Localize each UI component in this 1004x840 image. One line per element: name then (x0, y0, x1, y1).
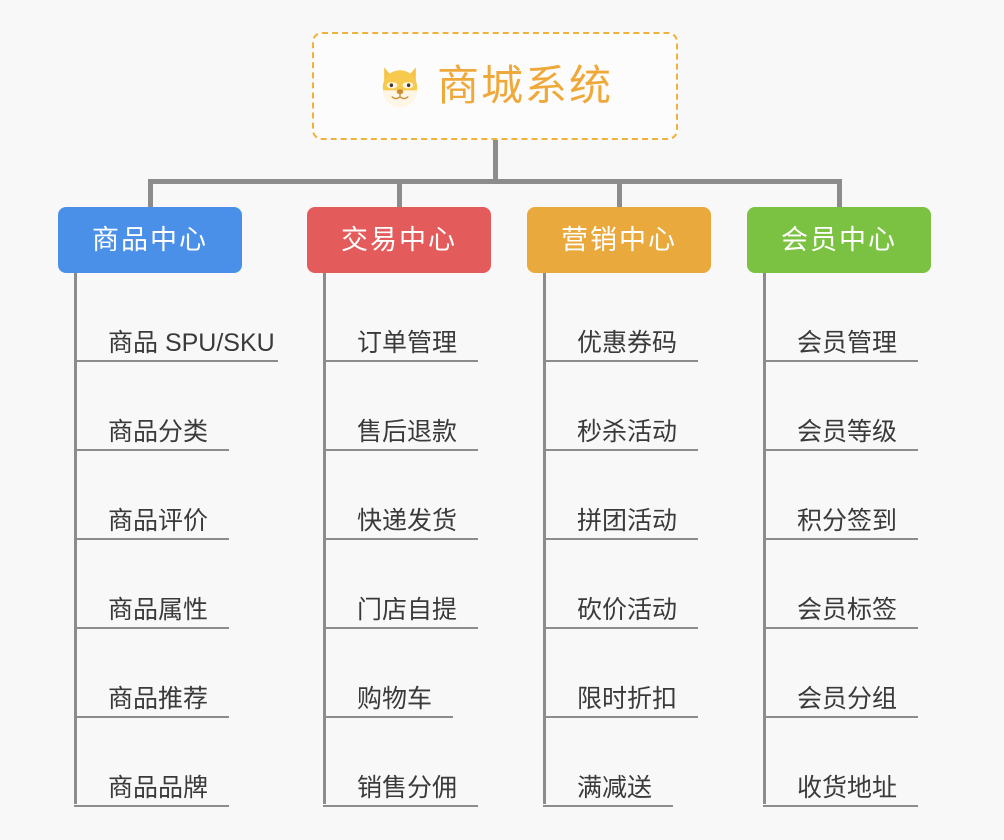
leaf-underline (543, 360, 698, 362)
leaf-label: 购物车 (357, 685, 433, 713)
list-item[interactable]: 砍价活动 (543, 540, 698, 629)
leaf-underline (323, 716, 453, 718)
leaf-label: 积分签到 (797, 507, 898, 535)
leaf-underline (763, 805, 918, 807)
leaf-label: 商品分类 (108, 418, 209, 446)
list-item[interactable]: 商品属性 (74, 540, 275, 629)
list-item[interactable]: 会员管理 (763, 273, 918, 362)
leaf-underline (74, 805, 229, 807)
list-item[interactable]: 拼团活动 (543, 451, 698, 540)
leaf-underline (74, 627, 229, 629)
leaf-label: 收货地址 (797, 774, 898, 802)
leaf-label: 会员等级 (797, 418, 898, 446)
leaf-underline (763, 360, 918, 362)
leaf-underline (543, 716, 698, 718)
branch-node-product-center[interactable]: 商品中心 (58, 207, 242, 273)
leaf-label: 会员标签 (797, 596, 898, 624)
leaf-underline (74, 538, 229, 540)
leaf-underline (74, 360, 278, 362)
leaf-label: 售后退款 (357, 418, 458, 446)
leaf-underline (74, 449, 229, 451)
list-item[interactable]: 收货地址 (763, 718, 918, 807)
leaf-underline (763, 627, 918, 629)
list-item[interactable]: 积分签到 (763, 451, 918, 540)
leaf-label: 优惠券码 (577, 329, 678, 357)
leaf-underline (543, 538, 698, 540)
list-item[interactable]: 快递发货 (323, 451, 478, 540)
leaf-underline (763, 716, 918, 718)
shiba-dog-face-icon (377, 63, 423, 109)
leaf-label: 订单管理 (357, 329, 458, 357)
list-item[interactable]: 商品分类 (74, 362, 275, 451)
leaf-label: 商品品牌 (108, 774, 209, 802)
leaf-column-trade-center: 订单管理 售后退款 快递发货 门店自提 购物车 销售分佣 (323, 273, 478, 807)
leaf-label: 会员管理 (797, 329, 898, 357)
leaf-label: 会员分组 (797, 685, 898, 713)
connector-horizontal-bus (148, 179, 842, 184)
branch-label: 会员中心 (781, 224, 897, 255)
connector-drop-product-center (148, 179, 153, 209)
root-title: 商城系统 (436, 62, 613, 109)
list-item[interactable]: 购物车 (323, 629, 457, 718)
list-item[interactable]: 售后退款 (323, 362, 478, 451)
root-node-shop-system[interactable]: 商城系统 (312, 32, 678, 140)
list-item[interactable]: 销售分佣 (323, 718, 478, 807)
list-item[interactable]: 订单管理 (323, 273, 478, 362)
leaf-underline (763, 449, 918, 451)
leaf-column-member-center: 会员管理 会员等级 积分签到 会员标签 会员分组 收货地址 (763, 273, 918, 807)
branch-label: 交易中心 (341, 224, 457, 255)
list-item[interactable]: 商品推荐 (74, 629, 275, 718)
list-item[interactable]: 会员标签 (763, 540, 918, 629)
leaf-underline (74, 716, 229, 718)
leaf-underline (543, 449, 698, 451)
connector-root-trunk (493, 140, 498, 183)
leaf-label: 秒杀活动 (577, 418, 678, 446)
leaf-underline (543, 805, 673, 807)
connector-drop-member-center (837, 179, 842, 209)
leaf-underline (323, 805, 478, 807)
leaf-underline (323, 360, 478, 362)
connector-drop-trade-center (397, 179, 402, 209)
leaf-label: 限时折扣 (577, 685, 678, 713)
leaf-label: 商品推荐 (108, 685, 209, 713)
leaf-underline (763, 538, 918, 540)
leaf-label: 销售分佣 (357, 774, 458, 802)
list-item[interactable]: 门店自提 (323, 540, 478, 629)
branch-label: 营销中心 (561, 224, 677, 255)
branch-label: 商品中心 (92, 224, 208, 255)
branch-node-marketing-center[interactable]: 营销中心 (527, 207, 711, 273)
list-item[interactable]: 商品评价 (74, 451, 275, 540)
leaf-column-marketing-center: 优惠券码 秒杀活动 拼团活动 砍价活动 限时折扣 满减送 (543, 273, 698, 807)
leaf-label: 满减送 (577, 774, 653, 802)
list-item[interactable]: 优惠券码 (543, 273, 698, 362)
list-item[interactable]: 商品品牌 (74, 718, 275, 807)
list-item[interactable]: 秒杀活动 (543, 362, 698, 451)
leaf-underline (543, 627, 698, 629)
leaf-label: 拼团活动 (577, 507, 678, 535)
connector-drop-marketing-center (617, 179, 622, 209)
leaf-column-product-center: 商品 SPU/SKU 商品分类 商品评价 商品属性 商品推荐 商品品牌 (74, 273, 278, 807)
leaf-underline (323, 627, 478, 629)
list-item[interactable]: 商品 SPU/SKU (74, 273, 278, 362)
leaf-label: 砍价活动 (577, 596, 678, 624)
leaf-label: 商品 SPU/SKU (108, 329, 275, 357)
leaf-underline (323, 449, 478, 451)
leaf-label: 快递发货 (357, 507, 458, 535)
leaf-underline (323, 538, 478, 540)
branch-node-member-center[interactable]: 会员中心 (747, 207, 931, 273)
leaf-label: 商品评价 (108, 507, 209, 535)
list-item[interactable]: 满减送 (543, 718, 677, 807)
leaf-label: 商品属性 (108, 596, 209, 624)
leaf-label: 门店自提 (357, 596, 458, 624)
list-item[interactable]: 会员等级 (763, 362, 918, 451)
list-item[interactable]: 限时折扣 (543, 629, 698, 718)
list-item[interactable]: 会员分组 (763, 629, 918, 718)
branch-node-trade-center[interactable]: 交易中心 (307, 207, 491, 273)
